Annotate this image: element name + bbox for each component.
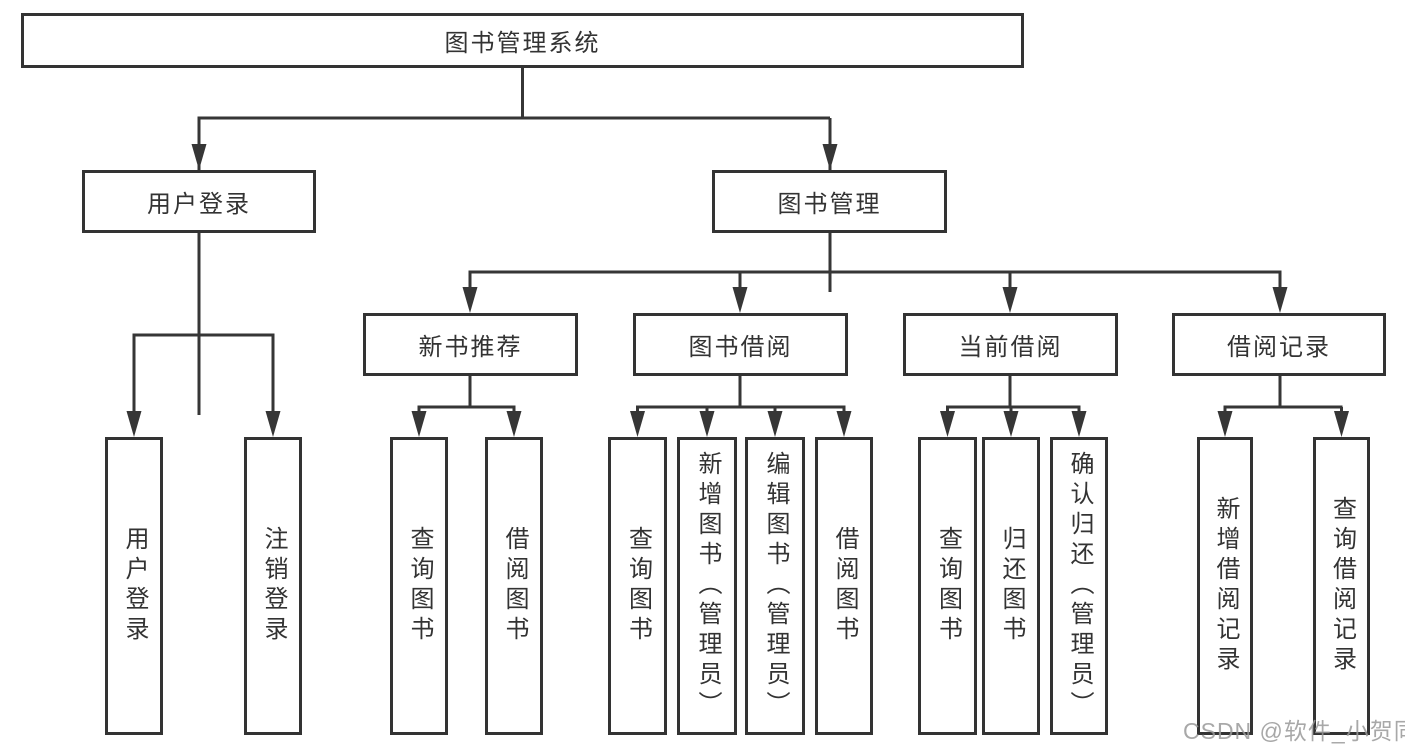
node-label: 当前借阅 [958,334,1063,361]
leaf-edit-books-admin: 编辑图书（管理员） [745,437,805,735]
node-label: 查询图书 [406,526,433,646]
node-book-management: 图书管理 [712,170,947,233]
node-label: 图书借阅 [688,334,793,361]
node-user-login: 用户登录 [82,170,316,233]
node-label: 用户登录 [147,191,251,218]
csdn-watermark: CSDN @软件_小贺同学 [1183,718,1405,744]
node-label: 借阅图书 [501,526,528,646]
arrowhead-icons [126,144,1349,437]
leaf-borrow-books-recommendation: 借阅图书 [485,437,543,735]
node-label: 借阅记录 [1227,334,1331,361]
leaf-logout: 注销登录 [244,437,302,735]
leaf-query-books-borrowing: 查询图书 [608,437,667,735]
node-label: 归还图书 [998,526,1025,646]
node-label: 确认归还（管理员） [1066,451,1093,721]
node-label: 查询图书 [934,526,962,646]
leaf-query-books-recommendation: 查询图书 [390,437,448,735]
node-label: 新增借阅记录 [1212,496,1239,676]
node-label: 借阅图书 [831,526,858,646]
node-label: 查询借阅记录 [1328,496,1356,676]
leaf-query-borrowing-record: 查询借阅记录 [1313,437,1370,735]
node-label: 新书推荐 [418,334,523,361]
node-label: 编辑图书（管理员） [762,451,789,721]
node-label: 图书管理系统 [444,30,601,57]
leaf-user-login: 用户登录 [105,437,163,735]
leaf-confirm-return-admin: 确认归还（管理员） [1050,437,1108,735]
node-library-management-system: 图书管理系统 [21,13,1024,68]
node-label: 注销登录 [260,526,287,646]
leaf-query-books-current: 查询图书 [918,437,977,735]
node-label: 图书管理 [777,191,882,218]
leaf-add-books-admin: 新增图书（管理员） [677,437,737,735]
node-label: 用户登录 [121,526,148,646]
node-new-book-recommendation: 新书推荐 [363,313,578,376]
node-book-borrowing: 图书借阅 [633,313,848,376]
node-label: 新增图书（管理员） [694,451,721,721]
node-borrowing-records: 借阅记录 [1172,313,1386,376]
leaf-return-books: 归还图书 [982,437,1040,735]
leaf-add-borrowing-record: 新增借阅记录 [1197,437,1253,735]
node-label: 查询图书 [624,526,652,646]
node-current-borrowing: 当前借阅 [903,313,1118,376]
leaf-borrow-books-borrowing: 借阅图书 [815,437,873,735]
